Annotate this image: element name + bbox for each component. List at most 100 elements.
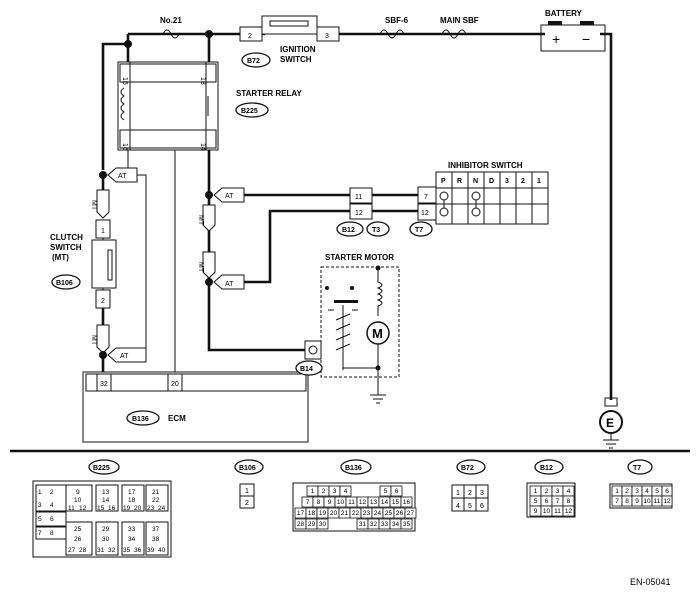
t7-pin: 8 bbox=[625, 498, 629, 505]
svg-text:31: 31 bbox=[97, 547, 105, 554]
b136-pin: 22 bbox=[352, 510, 360, 517]
svg-text:9: 9 bbox=[76, 489, 80, 496]
svg-text:2: 2 bbox=[468, 490, 472, 497]
conn-b72-tag: B72 bbox=[241, 52, 271, 68]
b12-pin: 1 bbox=[534, 488, 538, 495]
t7-pin-12: 12 bbox=[421, 210, 429, 217]
svg-text:P: P bbox=[441, 178, 446, 185]
svg-text:24: 24 bbox=[158, 505, 166, 512]
svg-text:AT: AT bbox=[120, 353, 129, 360]
svg-text:3: 3 bbox=[480, 490, 484, 497]
b136-cell bbox=[404, 507, 417, 519]
tag-mt-relay-14: MT bbox=[197, 204, 216, 232]
b136-pin: 26 bbox=[396, 510, 404, 517]
ground-e: E bbox=[599, 410, 623, 449]
svg-text:M: M bbox=[372, 326, 383, 341]
svg-text:2: 2 bbox=[521, 178, 525, 185]
b136-pin: 24 bbox=[374, 510, 382, 517]
svg-text:7: 7 bbox=[38, 530, 42, 537]
conn-t7-tag: T7 bbox=[409, 221, 433, 237]
b12-pin: 9 bbox=[534, 508, 538, 515]
b136-pin: 4 bbox=[344, 488, 348, 495]
svg-text:12: 12 bbox=[79, 505, 87, 512]
b136-pin: 20 bbox=[330, 510, 338, 517]
b136-pin: 30 bbox=[319, 521, 327, 528]
fuse-main-sbf bbox=[441, 29, 467, 39]
conn-b12-tag: B12 bbox=[336, 221, 364, 237]
b12-pin: 5 bbox=[534, 498, 538, 505]
clutch-switch bbox=[91, 219, 117, 309]
starter-motor-label: STARTER MOTOR bbox=[325, 253, 394, 262]
face-b106-tag: B106 bbox=[234, 459, 264, 475]
b136-pin: 3 bbox=[333, 488, 337, 495]
wire-relay-14-starter bbox=[207, 150, 305, 352]
b136-pin: 1 bbox=[311, 488, 315, 495]
svg-text:10: 10 bbox=[74, 497, 82, 504]
svg-text:1: 1 bbox=[38, 489, 42, 496]
figure-id: EN-05041 bbox=[630, 577, 671, 587]
b136-pin: 9 bbox=[328, 499, 332, 506]
b136-cell bbox=[400, 518, 413, 530]
t7-pin: 5 bbox=[655, 488, 659, 495]
svg-text:R: R bbox=[457, 178, 462, 185]
svg-text:2: 2 bbox=[50, 489, 54, 496]
svg-text:17: 17 bbox=[128, 489, 136, 496]
b136-pin: 15 bbox=[392, 499, 400, 506]
face-b136-tag: B136 bbox=[340, 459, 372, 475]
b136-pin: 29 bbox=[308, 521, 316, 528]
b136-pin: 7 bbox=[306, 499, 310, 506]
svg-text:27: 27 bbox=[68, 547, 76, 554]
wire-inhibitor-return bbox=[244, 209, 350, 284]
svg-text:18: 18 bbox=[128, 497, 136, 504]
b136-pin: 19 bbox=[319, 510, 327, 517]
starter-motor: M bbox=[320, 265, 400, 404]
b136-pin: 17 bbox=[297, 510, 305, 517]
fuse-no21-label: No.21 bbox=[160, 16, 182, 25]
svg-text:B12: B12 bbox=[342, 227, 355, 234]
ecm-label: ECM bbox=[168, 414, 186, 423]
ground-terminal bbox=[604, 397, 618, 407]
b12-pin: 7 bbox=[556, 498, 560, 505]
svg-text:5: 5 bbox=[468, 503, 472, 510]
svg-text:25: 25 bbox=[74, 526, 82, 533]
svg-text:4: 4 bbox=[50, 502, 54, 509]
conn-b136-tag: B136 bbox=[126, 410, 160, 426]
ecm-box bbox=[82, 371, 309, 443]
b136-pin: 2 bbox=[322, 488, 326, 495]
tag-at-clutch-bottom: AT bbox=[107, 347, 147, 363]
b136-pin: 5 bbox=[384, 488, 388, 495]
svg-text:33: 33 bbox=[128, 526, 136, 533]
starter-relay bbox=[117, 61, 219, 151]
svg-text:T7: T7 bbox=[633, 465, 641, 472]
b12-pin-11: 11 bbox=[355, 194, 362, 201]
t7-pin: 11 bbox=[654, 498, 661, 505]
svg-text:3: 3 bbox=[505, 178, 509, 185]
b136-pin: 18 bbox=[308, 510, 316, 517]
b136-pin: 27 bbox=[407, 510, 415, 517]
svg-text:14: 14 bbox=[102, 497, 110, 504]
ign-pin-out: 3 bbox=[325, 33, 329, 40]
svg-text:34: 34 bbox=[128, 536, 136, 543]
b12-pin: 2 bbox=[545, 488, 549, 495]
svg-text:2: 2 bbox=[245, 500, 249, 507]
ignition-label-1: IGNITION bbox=[280, 45, 316, 54]
t7-pin: 12 bbox=[663, 498, 671, 505]
svg-text:B106: B106 bbox=[56, 280, 73, 287]
svg-text:6: 6 bbox=[480, 503, 484, 510]
conn-b14-tag: B14 bbox=[295, 360, 323, 376]
b136-pin: 31 bbox=[359, 521, 367, 528]
svg-text:21: 21 bbox=[152, 489, 160, 496]
ecm-pin-20: 20 bbox=[171, 381, 179, 388]
fuse-no21 bbox=[162, 29, 180, 39]
b136-pin: 12 bbox=[359, 499, 367, 506]
b136-pin: 28 bbox=[297, 521, 305, 528]
conn-b14 bbox=[304, 340, 322, 360]
main-sbf-label: MAIN SBF bbox=[440, 16, 479, 25]
svg-text:4: 4 bbox=[456, 503, 460, 510]
svg-text:5: 5 bbox=[38, 516, 42, 523]
